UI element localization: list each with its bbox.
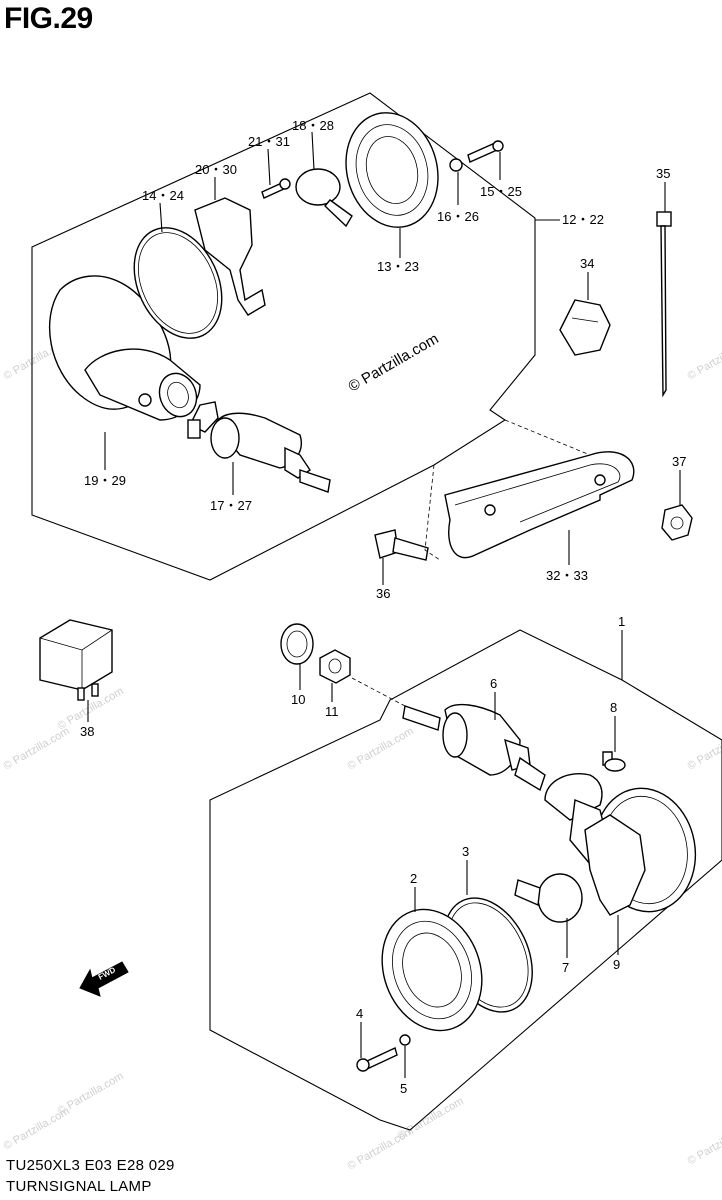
guide-line-dashed [424, 464, 441, 561]
callout-12-22: 12・22 [562, 212, 604, 227]
callout-7: 7 [562, 960, 569, 975]
gasket-ring [133, 227, 223, 339]
callout-5: 5 [400, 1081, 407, 1096]
bulb-7 [514, 873, 583, 923]
callout-14-24: 14・24 [142, 188, 184, 203]
guide-line-dashed [351, 677, 406, 707]
cable-tie-35 [656, 211, 672, 398]
bolt-36 [374, 529, 429, 561]
watermark-faint: © Partzilla.com [346, 725, 416, 772]
callout-8: 8 [610, 700, 617, 715]
callout-19-29: 19・29 [84, 473, 126, 488]
relay-38 [39, 619, 113, 701]
callout-15-25: 15・25 [480, 184, 522, 199]
callout-38: 38 [80, 724, 94, 739]
washer-5 [399, 1034, 411, 1046]
callout-13-23: 13・23 [377, 259, 419, 274]
collar-11 [319, 649, 351, 684]
watermark-faint: © Partzilla.com [396, 1095, 466, 1142]
mount-bracket-32-33 [444, 451, 635, 559]
stem-socket-6 [402, 703, 546, 792]
callout-18-28: 18・28 [292, 118, 334, 133]
upper-assembly-box [31, 92, 536, 581]
callout-21-31: 21・31 [248, 134, 290, 149]
callout-11: 11 [325, 704, 339, 719]
lens-2 [381, 908, 483, 1032]
callout-6: 6 [490, 676, 497, 691]
callout-2: 2 [410, 871, 417, 886]
callout-37: 37 [672, 454, 686, 469]
watermark-main: © Partzilla.com [346, 330, 442, 395]
watermark-faint: © Partzilla.com [686, 725, 722, 772]
callout-34: 34 [580, 256, 594, 271]
figure-title: FIG.29 [4, 2, 93, 35]
nut-37 [661, 504, 693, 541]
watermark-faint: © Partzilla.com [686, 335, 722, 382]
screw-15-25 [467, 140, 504, 163]
reflector-bracket [194, 197, 266, 316]
bulb-18-28 [295, 168, 353, 228]
reflector-bracket-9 [584, 814, 646, 916]
guide-line-dashed [504, 419, 591, 456]
screw-21-31 [261, 178, 291, 199]
callout-4: 4 [356, 1006, 363, 1021]
callout-16-26: 16・26 [437, 209, 479, 224]
callout-17-27: 17・27 [210, 498, 252, 513]
callout-10: 10 [291, 692, 305, 707]
grommet-10 [280, 623, 314, 665]
callout-35: 35 [656, 166, 670, 181]
watermark-faint: © Partzilla.com [56, 1070, 126, 1117]
washer-16-26 [449, 158, 463, 172]
callout-20-30: 20・30 [195, 162, 237, 177]
model-code: TU250XL3 E03 E28 029 [6, 1157, 175, 1174]
diagram-description: TURNSIGNAL LAMP [6, 1178, 152, 1195]
callout-32-33: 32・33 [546, 568, 588, 583]
lens-13-23 [345, 112, 439, 228]
screw-4 [356, 1047, 398, 1072]
leader-lines [87, 131, 681, 1078]
screw-8 [602, 751, 626, 772]
lower-assembly-box [209, 629, 722, 1131]
fwd-arrow-icon: FWD [79, 961, 129, 997]
callout-1: 1 [618, 614, 625, 629]
upper-housing [48, 275, 331, 493]
callout-9: 9 [613, 957, 620, 972]
callout-labels: 14・24 20・30 21・31 18・28 13・23 16・26 15・2… [80, 118, 686, 1096]
clamp-34 [559, 299, 611, 356]
faint-watermarks: © Partzilla.com © Partzilla.com © Partzi… [2, 300, 722, 1172]
callout-3: 3 [462, 844, 469, 859]
callout-36: 36 [376, 586, 390, 601]
watermark-faint: © Partzilla.com [686, 1120, 722, 1167]
